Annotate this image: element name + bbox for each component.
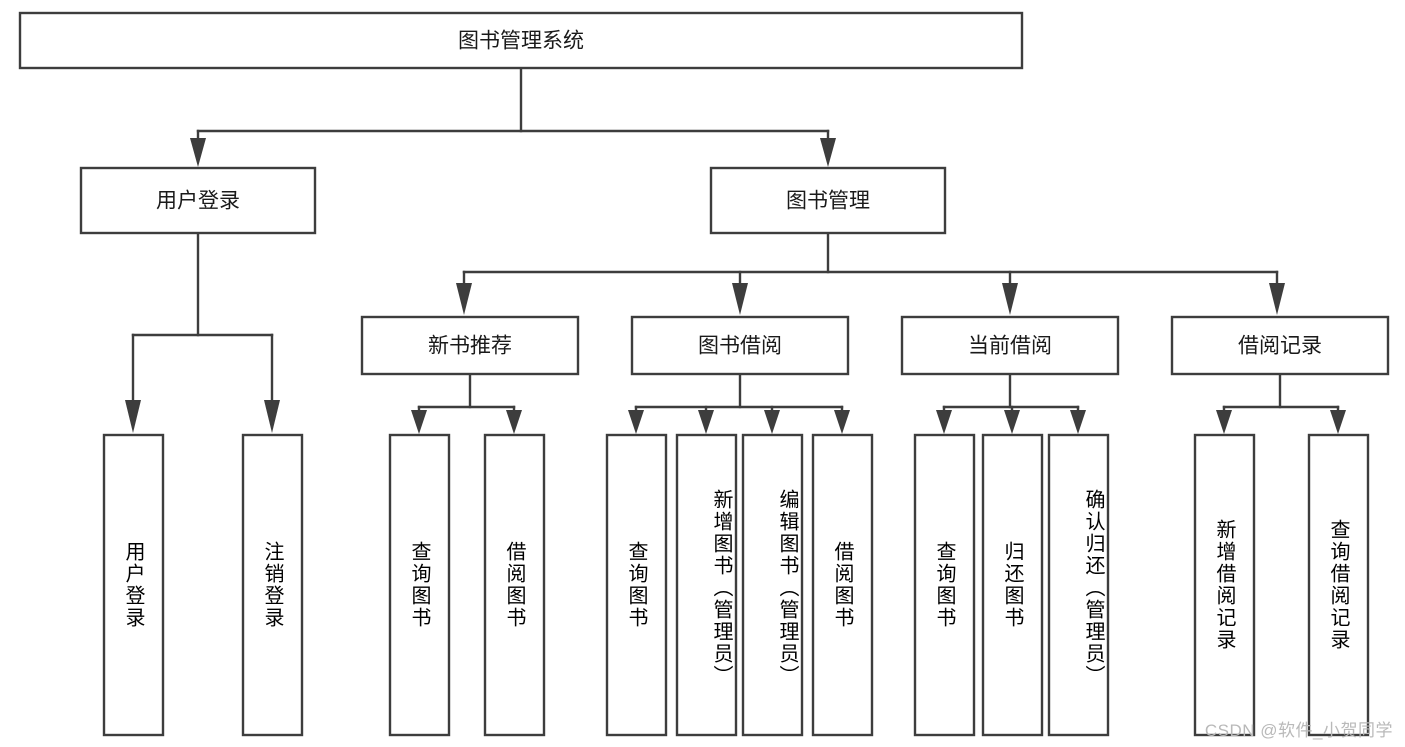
node-leaf-borrow-book-1-box[interactable] [483,433,546,737]
node-new-book-recommend-box[interactable] [360,315,580,376]
node-leaf-borrow-book-1[interactable] [483,433,546,737]
node-current-borrow-label: 当前借阅 [968,335,1052,358]
connector-group-borrow-record [1216,372,1346,434]
node-leaf-query-book-3[interactable] [913,433,976,737]
node-current-borrow-box[interactable] [900,315,1120,376]
node-leaf-query-book-2[interactable] [605,433,668,737]
connector-group-current-borrow [936,372,1086,434]
node-leaf-query-book-3-box[interactable] [913,433,976,737]
node-leaf-query-book-1[interactable] [388,433,451,737]
connector-group-book-management [456,231,1285,315]
node-leaf-query-book-2-box[interactable] [605,433,668,737]
node-leaf-return-book[interactable] [981,433,1044,737]
arrow-head-leaf-return-book [1004,410,1020,434]
node-leaf-add-borrow-record-box[interactable] [1193,433,1256,737]
node-leaf-query-borrow-record-box[interactable] [1307,433,1370,737]
node-leaf-logout-login-label: 注销登录 [261,541,283,629]
node-borrow-record[interactable]: 借阅记录 [1170,315,1390,376]
node-leaf-borrow-book-2-box[interactable] [811,433,874,737]
arrow-head-current-borrow [1002,283,1018,315]
arrow-head-leaf-query-book-3 [936,410,952,434]
node-book-management[interactable]: 图书管理 [709,166,947,235]
node-leaf-user-login[interactable] [102,433,165,737]
node-leaf-query-book-1-box[interactable] [388,433,451,737]
node-book-management-box[interactable] [709,166,947,235]
node-leaf-query-book-1-label: 查询图书 [408,541,430,629]
arrow-head-leaf-logout-login [264,400,280,433]
node-leaf-edit-book-box[interactable] [741,433,804,737]
node-root[interactable]: 图书管理系统 [18,11,1024,70]
node-leaf-add-borrow-record-label: 新增借阅记录 [1213,519,1235,651]
connector-group-book-borrow [628,372,850,434]
node-leaf-query-book-3-label: 查询图书 [933,541,955,629]
node-leaf-edit-book-label: 编辑图书（管理员） [776,488,798,687]
connector-group-new-book-recommend [411,372,522,434]
node-book-borrow-label: 图书借阅 [698,335,782,358]
arrow-head-leaf-user-login [125,400,141,433]
arrow-head-leaf-confirm-return [1070,410,1086,434]
connector-group-user-login [125,231,280,433]
node-leaf-add-borrow-record[interactable] [1193,433,1256,737]
node-leaf-confirm-return-box[interactable] [1047,433,1110,737]
node-leaf-edit-book[interactable] [741,433,804,737]
node-borrow-record-label: 借阅记录 [1238,335,1322,358]
node-leaf-add-book-label: 新增图书（管理员） [710,488,732,687]
node-current-borrow[interactable]: 当前借阅 [900,315,1120,376]
arrow-head-leaf-edit-book [764,410,780,434]
node-leaf-borrow-book-2[interactable] [811,433,874,737]
arrow-head-new-book-recommend [456,283,472,315]
arrow-head-leaf-query-book-1 [411,410,427,434]
node-leaf-confirm-return-label: 确认归还（管理员） [1082,488,1104,687]
node-user-login-label: 用户登录 [156,190,240,213]
arrow-head-user-login [190,138,206,167]
arrow-head-leaf-add-borrow-record [1216,410,1232,434]
node-book-borrow-box[interactable] [630,315,850,376]
node-leaf-query-borrow-record-label: 查询借阅记录 [1327,519,1349,651]
node-leaf-query-book-2-label: 查询图书 [625,541,647,629]
node-new-book-recommend-label: 新书推荐 [428,335,512,358]
node-user-login-box[interactable] [79,166,317,235]
node-book-borrow[interactable]: 图书借阅 [630,315,850,376]
node-leaf-user-login-label: 用户登录 [122,541,144,629]
arrow-head-leaf-borrow-book-1 [506,410,522,434]
node-borrow-record-box[interactable] [1170,315,1390,376]
node-root-label: 图书管理系统 [458,30,584,53]
node-leaf-return-book-box[interactable] [981,433,1044,737]
arrow-head-book-management [820,138,836,167]
csdn-watermark: CSDN @软件_小贺同学 [1204,721,1393,740]
node-leaf-user-login-box[interactable] [102,433,165,737]
node-root-box[interactable] [18,11,1024,70]
arrow-head-leaf-borrow-book-2 [834,410,850,434]
arrow-head-leaf-query-book-2 [628,410,644,434]
node-leaf-confirm-return[interactable] [1047,433,1110,737]
arrow-head-leaf-query-borrow-record [1330,410,1346,434]
node-user-login[interactable]: 用户登录 [79,166,317,235]
connector-group-root [190,66,836,167]
node-new-book-recommend[interactable]: 新书推荐 [360,315,580,376]
arrow-head-book-borrow [732,283,748,315]
arrow-head-leaf-add-book [698,410,714,434]
node-leaf-borrow-book-2-label: 借阅图书 [831,541,853,629]
node-leaf-add-book-box[interactable] [675,433,738,737]
arrow-head-borrow-record [1269,283,1285,315]
node-leaf-logout-login-box[interactable] [241,433,304,737]
node-leaf-query-borrow-record[interactable] [1307,433,1370,737]
node-leaf-borrow-book-1-label: 借阅图书 [503,541,525,629]
node-leaf-add-book[interactable] [675,433,738,737]
node-leaf-logout-login[interactable] [241,433,304,737]
node-book-management-label: 图书管理 [786,190,870,213]
node-leaf-return-book-label: 归还图书 [1001,541,1023,629]
